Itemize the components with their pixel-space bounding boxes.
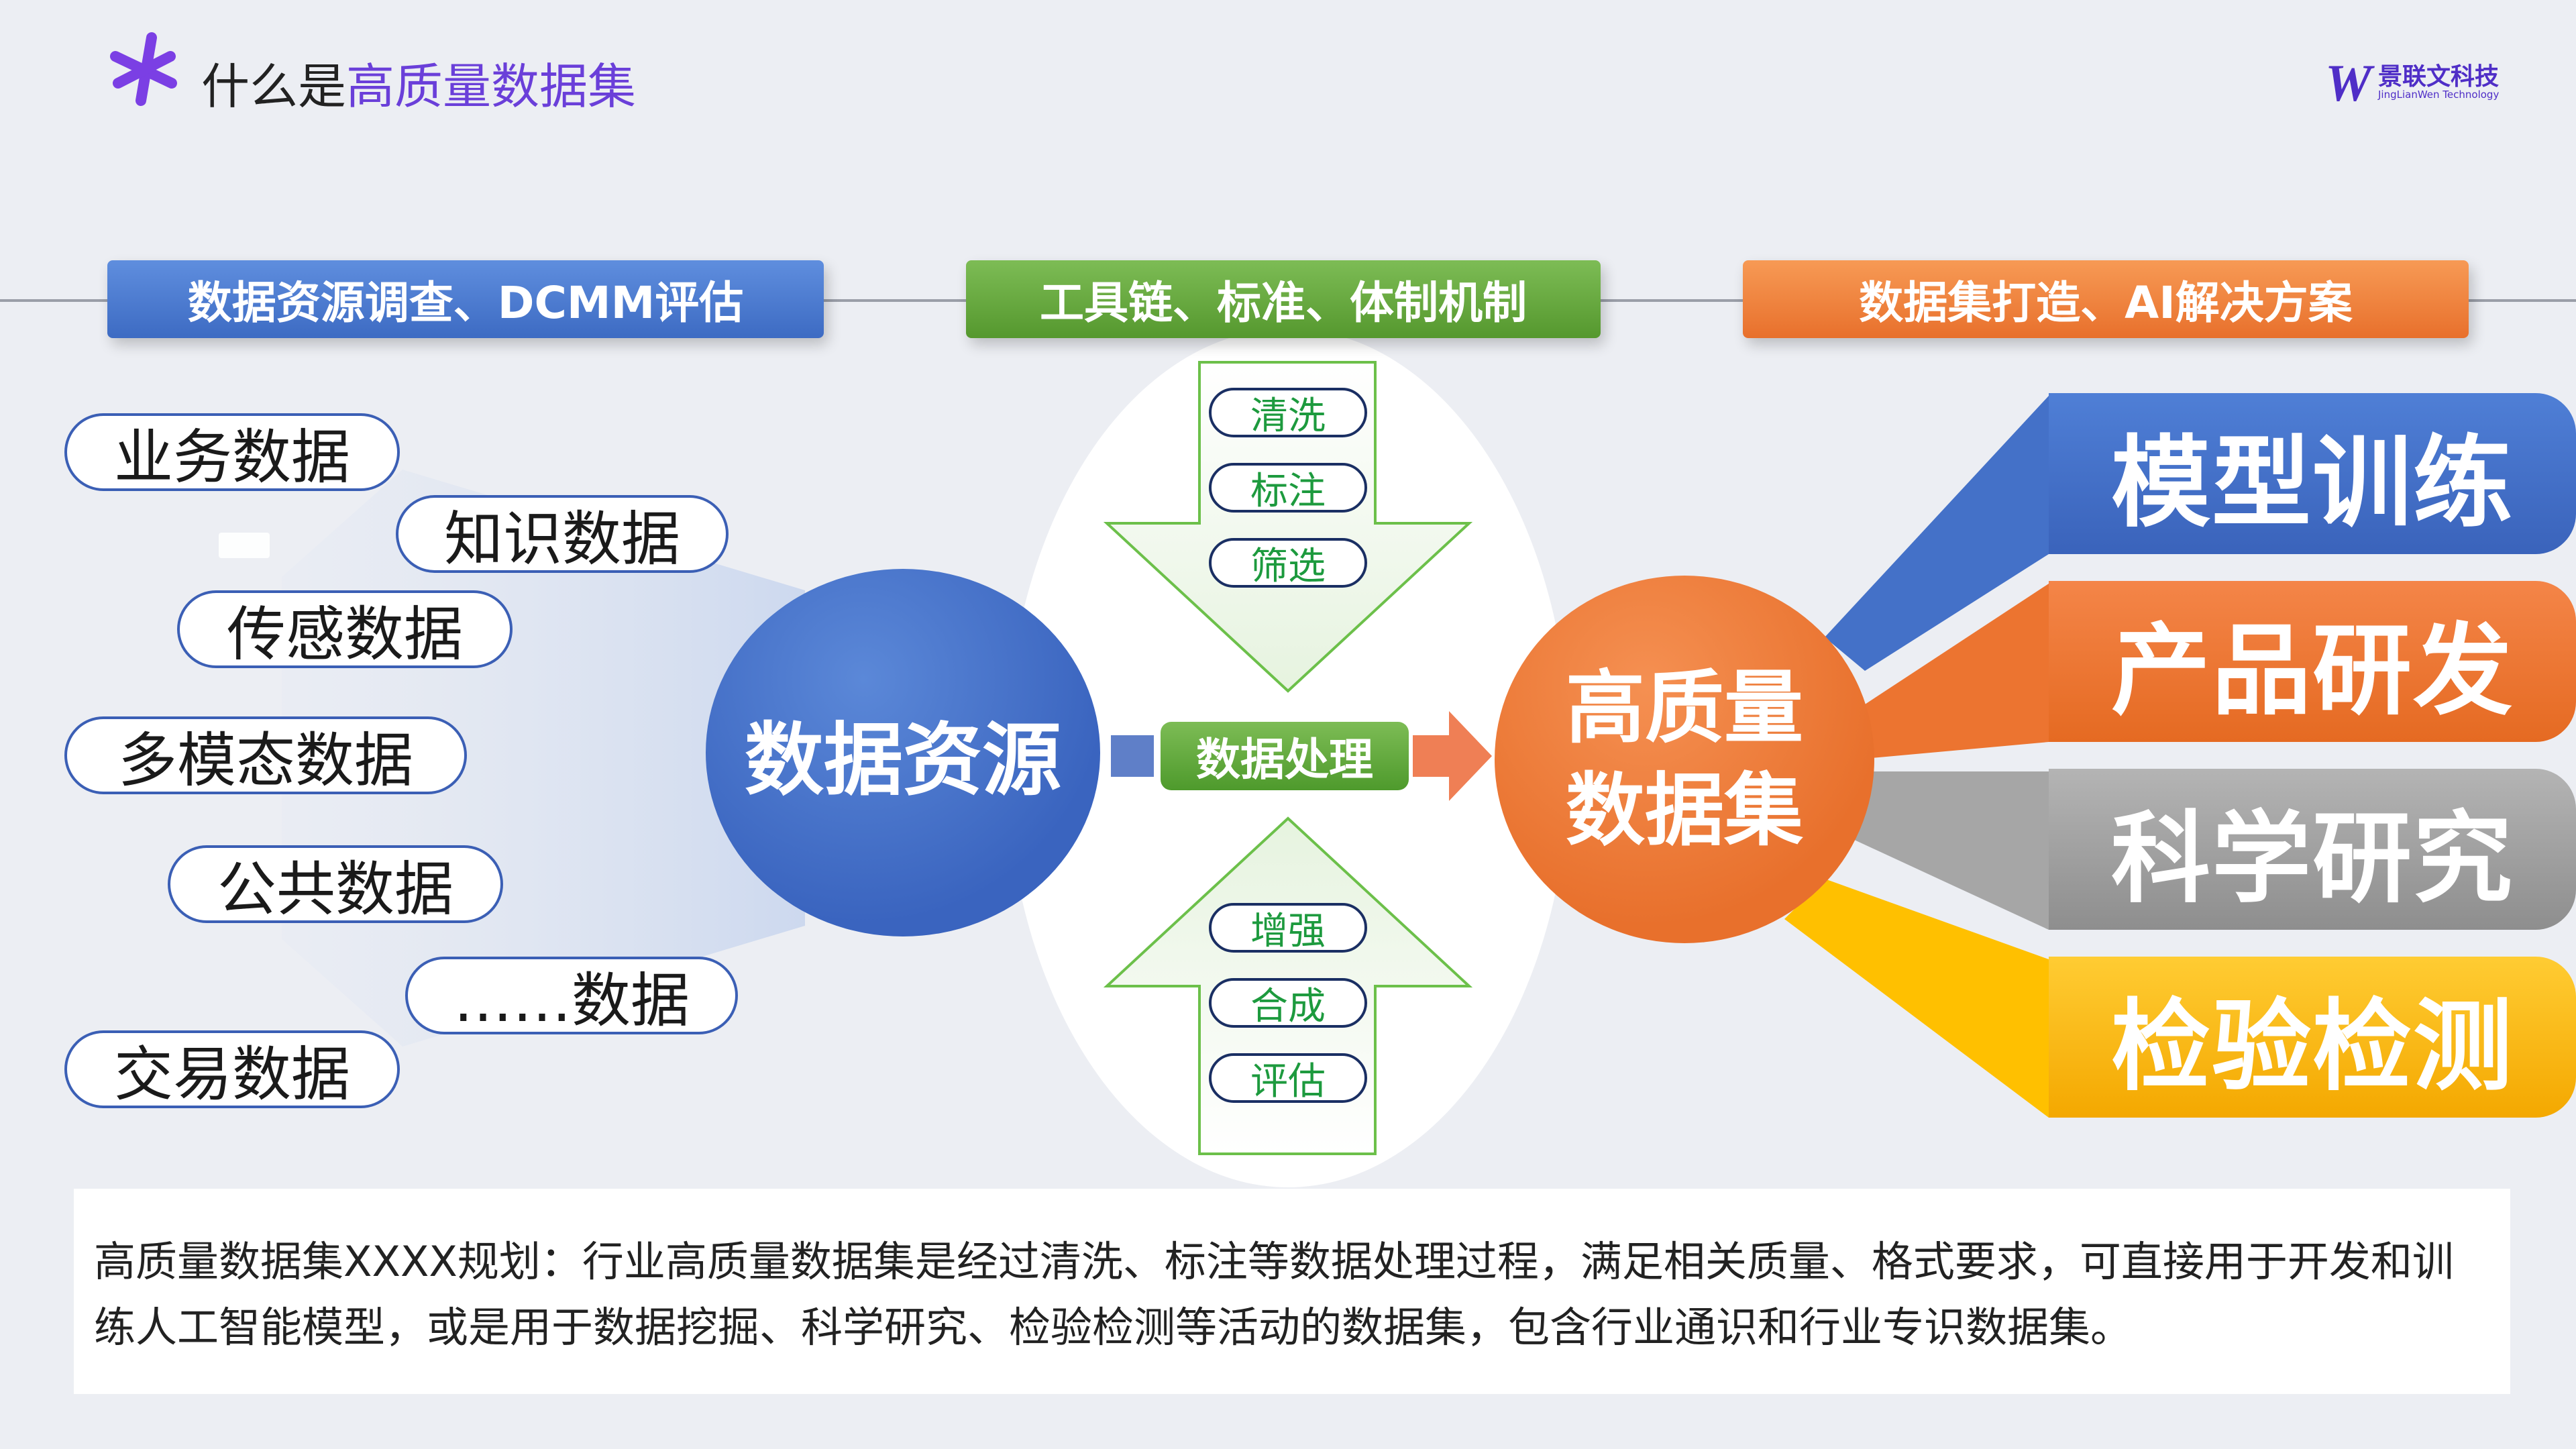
dataset-label-line1: 高质量 <box>1565 661 1803 754</box>
data-source-label: 数据资源 <box>744 713 1061 806</box>
step-filter: 筛选 <box>1209 538 1367 588</box>
source-pill-sensor: 传感数据 <box>177 590 513 669</box>
banner-data-survey: 数据资源调查、DCMM评估 <box>107 260 824 338</box>
output-model-training: 模型训练 <box>2049 393 2576 554</box>
brand-name: 景联文科技 <box>2378 63 2500 91</box>
source-pill-knowledge: 知识数据 <box>396 495 729 574</box>
banner-toolchain: 工具链、标准、体制机制 <box>966 260 1601 338</box>
brand-w-logo: W <box>2325 54 2375 112</box>
page-title-highlight: 高质量数据集 <box>346 58 637 115</box>
source-pill-business: 业务数据 <box>64 413 400 492</box>
description-box: 高质量数据集XXXX规划：行业高质量数据集是经过清洗、标注等数据处理过程，满足相… <box>74 1189 2510 1394</box>
step-augment: 增强 <box>1209 903 1367 953</box>
step-synthesize: 合成 <box>1209 978 1367 1028</box>
fan-orange <box>1865 584 2049 758</box>
step-evaluate: 评估 <box>1209 1053 1367 1104</box>
output-inspection-testing: 检验检测 <box>2049 957 2576 1118</box>
data-processing-label: 数据处理 <box>1161 722 1409 790</box>
logo-asterisk-icon <box>110 32 177 106</box>
output-connector-arrow <box>1413 711 1492 801</box>
source-pill-transaction: 交易数据 <box>64 1030 400 1109</box>
dataset-label-line2: 数据集 <box>1565 764 1803 857</box>
source-connector-arrow <box>1111 735 1154 777</box>
data-source-circle: 数据资源 <box>706 569 1100 936</box>
source-pill-multimodal: 多模态数据 <box>64 716 467 795</box>
brand-subtitle: JingLianWen Technology <box>2378 89 2500 101</box>
down-arrow-shape <box>1103 361 1473 693</box>
output-product-dev: 产品研发 <box>2049 581 2576 742</box>
fan-gray <box>1851 771 2049 930</box>
high-quality-dataset-circle: 高质量 数据集 <box>1495 576 1874 943</box>
output-scientific-research: 科学研究 <box>2049 769 2576 930</box>
source-pill-public: 公共数据 <box>168 845 503 924</box>
page-title: 什么是高质量数据集 <box>201 47 636 117</box>
source-pill-other: ……数据 <box>405 957 738 1035</box>
description-text: 高质量数据集XXXX规划：行业高质量数据集是经过清洗、标注等数据处理过程，满足相… <box>94 1237 2454 1352</box>
page-title-prefix: 什么是 <box>201 58 347 115</box>
step-annotate: 标注 <box>1209 463 1367 513</box>
fan-blue <box>1825 396 2049 671</box>
fan-yellow <box>1784 879 2049 1118</box>
folder-icon <box>219 533 270 558</box>
banner-dataset-solution: 数据集打造、AI解决方案 <box>1743 260 2469 338</box>
step-clean: 清洗 <box>1209 388 1367 438</box>
